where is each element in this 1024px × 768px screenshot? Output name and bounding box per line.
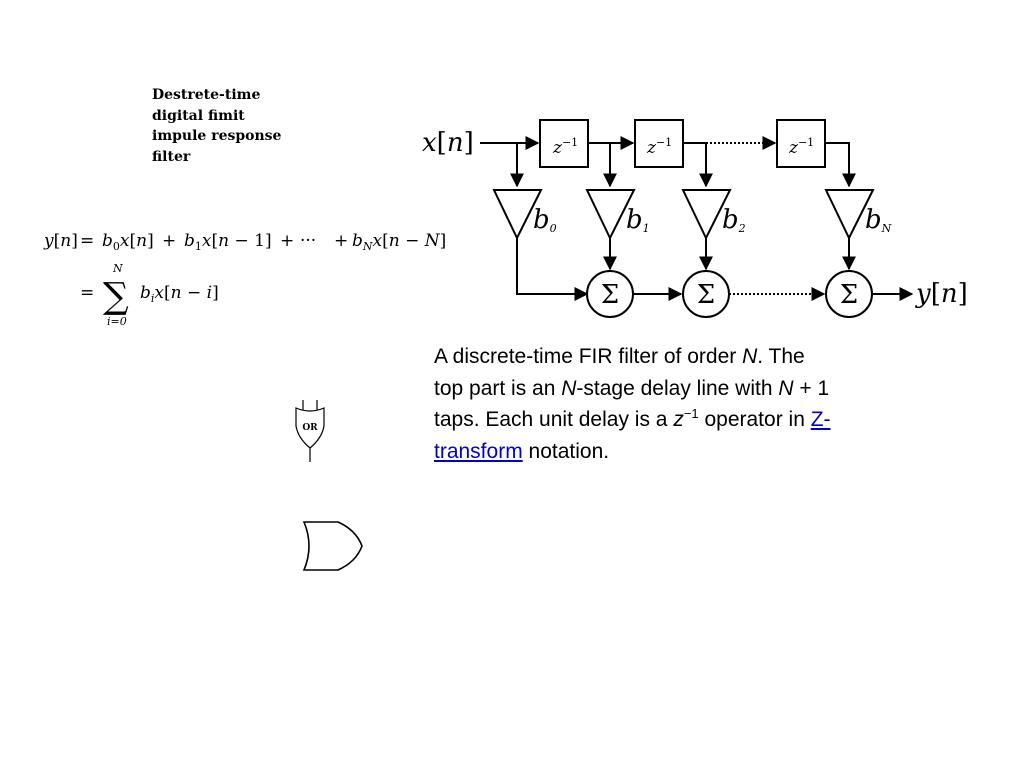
tap-label-b0: b0 bbox=[533, 205, 557, 235]
fir-formula: y[n] = b0x[n] + b1x[n − 1] + ··· + bNx[n… bbox=[43, 231, 446, 328]
tap-label-b2: b2 bbox=[722, 205, 746, 235]
formula-plus-2: + bbox=[280, 231, 294, 251]
fir-diagram: x[n] y[n] z−1 z−1 z−1 b0 b1 b2 bN Σ Σ Σ bbox=[422, 119, 968, 318]
formula-sum-symbol: ∑ bbox=[103, 276, 129, 317]
z-transform-link[interactable]: Z- bbox=[810, 408, 831, 431]
multiplier-b2 bbox=[681, 189, 732, 241]
tap-label-b1: b1 bbox=[626, 205, 650, 235]
formula-plus-1: + bbox=[162, 231, 176, 251]
delay-label-3: z−1 bbox=[788, 136, 814, 158]
adder-symbol-1: Σ bbox=[601, 280, 619, 310]
formula-dots: ··· bbox=[300, 231, 316, 251]
heading-line-4: filter bbox=[152, 148, 191, 165]
b0-out-wire bbox=[516, 238, 589, 301]
heading-line-2: digital fimit bbox=[152, 107, 245, 124]
formula-term-1: b1x[n − 1] bbox=[184, 231, 272, 253]
adder-symbol-2: Σ bbox=[697, 280, 715, 310]
heading-line-3: impule response bbox=[152, 128, 282, 144]
adder-symbol-N: Σ bbox=[840, 280, 858, 310]
caption-line-1: A discrete-time FIR filter of order N. T… bbox=[434, 345, 805, 368]
input-label: x[n] bbox=[422, 128, 474, 158]
heading-line-1: Destrete-time bbox=[152, 87, 261, 103]
heading: Destrete-time digital fimit impule respo… bbox=[152, 85, 322, 167]
formula-eq-2: = bbox=[80, 283, 94, 303]
caption-line-4: transform notation. bbox=[434, 439, 610, 463]
or-gate-small-label: OR bbox=[302, 423, 318, 433]
formula-lhs: y[n] bbox=[43, 231, 78, 251]
delay-label-1: z−1 bbox=[552, 136, 578, 158]
tap-label-bN: bN bbox=[865, 205, 892, 235]
or-gate-large-icon bbox=[302, 521, 363, 571]
caption: A discrete-time FIR filter of order N. T… bbox=[434, 341, 934, 467]
multiplier-b0 bbox=[492, 189, 543, 241]
caption-line-2: top part is an N-stage delay line with N… bbox=[434, 376, 830, 400]
output-label: y[n] bbox=[915, 279, 968, 309]
multiplier-bN bbox=[824, 189, 875, 241]
formula-term-N: bNx[n − N] bbox=[352, 231, 446, 253]
formula-sum-upper: N bbox=[112, 262, 123, 275]
caption-line-3: taps. Each unit delay is a z−1 operator … bbox=[434, 406, 831, 431]
formula-sum-body: bix[n − i] bbox=[140, 283, 219, 305]
or-gate-small-icon: OR bbox=[295, 400, 325, 462]
formula-eq-1: = bbox=[80, 231, 94, 251]
formula-sum-lower: i=0 bbox=[107, 315, 127, 328]
multiplier-b1 bbox=[585, 189, 636, 241]
formula-plus-3: + bbox=[334, 231, 348, 251]
delay-label-2: z−1 bbox=[646, 136, 672, 158]
tapN-wire bbox=[825, 142, 856, 188]
z-transform-link-cont[interactable]: transform bbox=[434, 439, 523, 463]
